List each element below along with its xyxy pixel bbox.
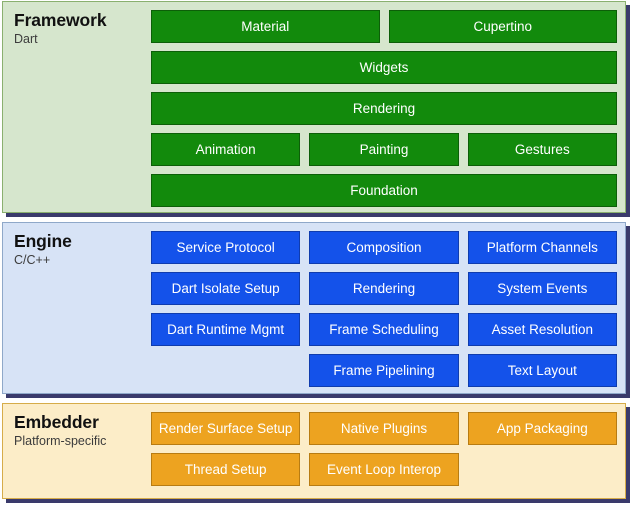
component-chip-dart-runtime-mgmt[interactable]: Dart Runtime Mgmt — [151, 313, 301, 346]
component-chip-native-plugins[interactable]: Native Plugins — [309, 412, 459, 445]
component-chip-cupertino[interactable]: Cupertino — [388, 10, 617, 43]
component-chip-asset-resolution[interactable]: Asset Resolution — [467, 313, 617, 346]
component-chip-foundation[interactable]: Foundation — [151, 174, 617, 207]
component-chip-frame-scheduling[interactable]: Frame Scheduling — [309, 313, 459, 346]
component-chip-material[interactable]: Material — [151, 10, 380, 43]
component-chip-widgets[interactable]: Widgets — [151, 51, 617, 84]
component-chip-platform-channels[interactable]: Platform Channels — [467, 231, 617, 264]
layer-title: Engine — [14, 231, 72, 251]
chip-spacer — [151, 354, 300, 387]
component-chip-render-surface-setup[interactable]: Render Surface Setup — [151, 412, 301, 445]
component-chip-frame-pipelining[interactable]: Frame Pipelining — [309, 354, 459, 387]
layer-title: Framework — [14, 10, 107, 30]
chip-row: Rendering — [151, 92, 617, 125]
component-chip-painting[interactable]: Painting — [309, 133, 459, 166]
component-chip-event-loop-interop[interactable]: Event Loop Interop — [309, 453, 459, 486]
component-chip-animation[interactable]: Animation — [151, 133, 301, 166]
component-chip-gestures[interactable]: Gestures — [467, 133, 617, 166]
chip-row: Widgets — [151, 51, 617, 84]
component-chip-dart-isolate-setup[interactable]: Dart Isolate Setup — [151, 272, 301, 305]
chip-row: Foundation — [151, 174, 617, 207]
layer-subtitle: C/C++ — [14, 253, 51, 267]
component-chip-text-layout[interactable]: Text Layout — [467, 354, 617, 387]
component-chip-service-protocol[interactable]: Service Protocol — [151, 231, 301, 264]
component-chip-app-packaging[interactable]: App Packaging — [467, 412, 617, 445]
layer-subtitle: Dart — [14, 32, 38, 46]
component-chip-rendering[interactable]: Rendering — [309, 272, 459, 305]
chip-spacer — [468, 453, 617, 486]
component-chip-composition[interactable]: Composition — [309, 231, 459, 264]
layer-title: Embedder — [14, 412, 99, 432]
component-chip-rendering[interactable]: Rendering — [151, 92, 617, 125]
component-chip-system-events[interactable]: System Events — [467, 272, 617, 305]
layer-subtitle: Platform-specific — [14, 434, 107, 448]
component-chip-thread-setup[interactable]: Thread Setup — [151, 453, 301, 486]
